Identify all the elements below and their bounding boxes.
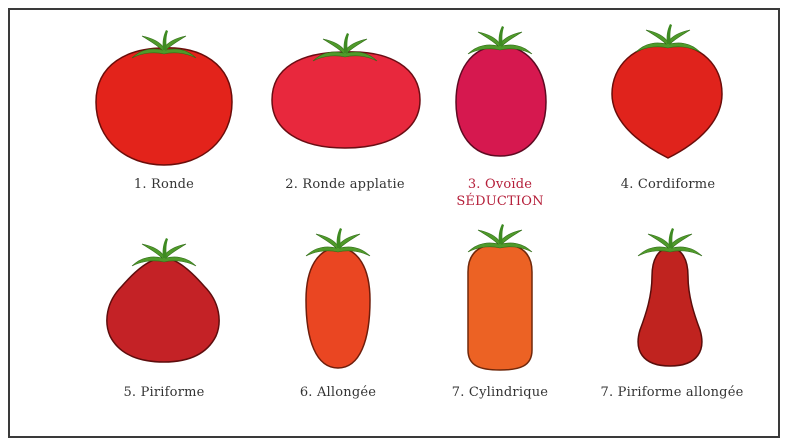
label-ovoide-sub: SÉDUCTION bbox=[410, 193, 590, 210]
label-allongee: 6. Allongée bbox=[248, 384, 428, 401]
tomato-cordiforme bbox=[612, 24, 722, 158]
calyx-icon bbox=[132, 238, 196, 266]
label-ronde: 1. Ronde bbox=[74, 176, 254, 193]
label-cylindrique: 7. Cylindrique bbox=[410, 384, 590, 401]
tomato-ronde bbox=[96, 30, 232, 165]
label-ovoide-title: 3. Ovoïde bbox=[468, 177, 532, 192]
label-ronde-applatie: 2. Ronde applatie bbox=[255, 176, 435, 193]
calyx-icon bbox=[306, 228, 370, 256]
calyx-icon bbox=[313, 33, 377, 61]
calyx-icon bbox=[468, 26, 532, 54]
tomato-piriforme-allongee bbox=[638, 228, 702, 366]
label-ovoide: 3. Ovoïde SÉDUCTION bbox=[410, 176, 590, 210]
label-cordiforme: 4. Cordiforme bbox=[578, 176, 758, 193]
label-piriforme-allongee: 7. Piriforme allongée bbox=[582, 384, 762, 401]
tomato-cylindrique bbox=[468, 224, 532, 370]
label-piriforme: 5. Piriforme bbox=[74, 384, 254, 401]
tomato-piriforme bbox=[107, 238, 219, 362]
calyx-icon bbox=[132, 30, 196, 58]
tomato-ronde-applatie bbox=[272, 33, 420, 148]
calyx-icon bbox=[468, 224, 532, 252]
calyx-icon bbox=[638, 228, 702, 256]
tomato-ovoide bbox=[456, 26, 546, 156]
tomato-allongee bbox=[306, 228, 370, 368]
calyx-icon bbox=[636, 24, 700, 52]
